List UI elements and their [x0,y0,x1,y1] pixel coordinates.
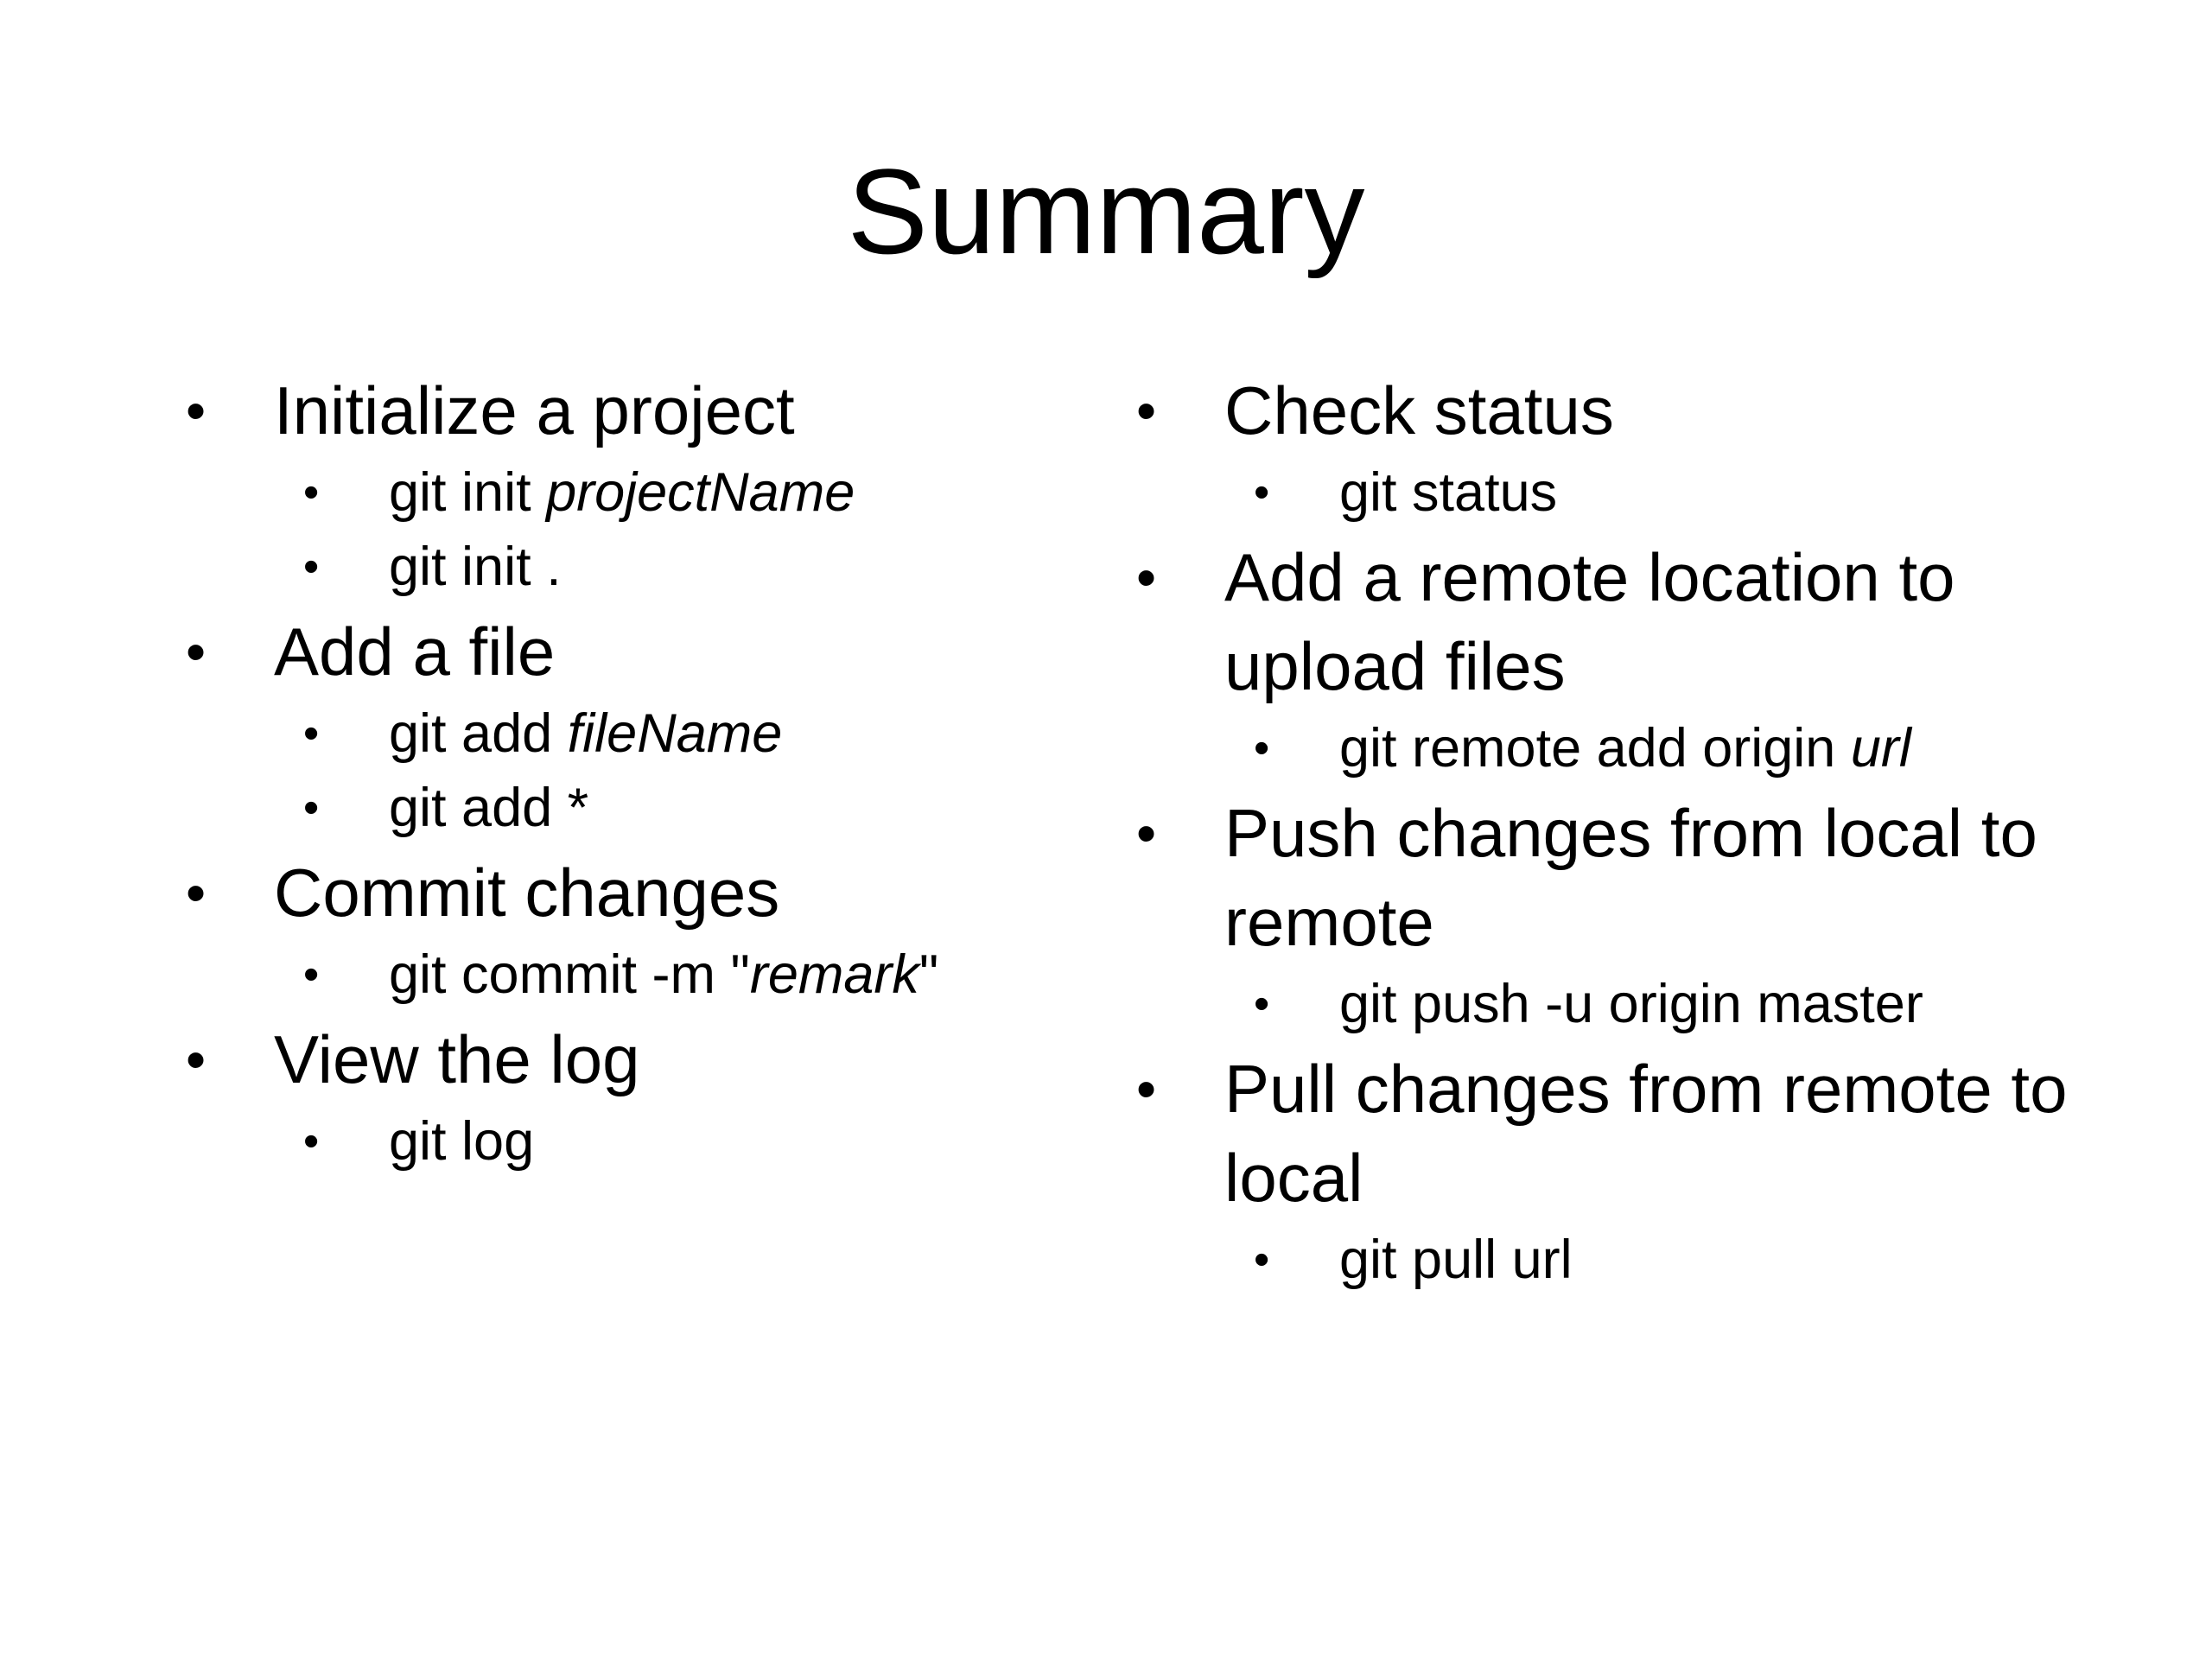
sub-list-item: • git add * [186,771,1102,845]
command-text: git add * [389,771,1102,845]
sub-list-item: • git pull url [1136,1223,2087,1297]
bullet-icon: • [1136,545,1157,609]
command-prefix: git commit -m " [389,944,750,1005]
bullet-icon: • [1136,801,1157,865]
item-text: Push changes from local to remote [1224,795,2037,960]
command-prefix: git add * [389,778,589,838]
command-suffix: " [918,944,939,1005]
command-argument: projectName [546,462,855,523]
item-text: Pull changes from remote to local [1224,1051,2068,1216]
bullet-icon: • [1254,979,1270,1029]
item-text: View the log [274,1021,640,1097]
command-text: git push -u origin master [1339,967,2087,1041]
command-argument: url [1850,718,1911,779]
sub-list-item: • git init projectName [186,455,1102,530]
command-text: git log [389,1104,1102,1179]
bullet-icon: • [303,783,320,833]
list-item: • Add a remote location to upload files [1136,533,2087,711]
command-argument: remark [749,944,919,1005]
command-argument: fileName [567,703,783,764]
slide-title: Summary [847,143,1365,279]
bullet-icon: • [186,861,207,925]
command-prefix: git pull url [1339,1230,1573,1290]
bullet-icon: • [186,378,207,442]
list-item: • Push changes from local to remote [1136,789,2087,967]
command-text: git remote add origin url [1339,711,2087,785]
list-item: • View the log [186,1015,1102,1104]
bullet-icon: • [303,1116,320,1166]
bullet-icon: • [303,950,320,1000]
sub-list-item: • git status [1136,455,2087,530]
bullet-icon: • [303,709,320,759]
list-item: • Add a file [186,607,1102,696]
bullet-icon: • [1254,1235,1270,1285]
command-prefix: git init [389,462,547,523]
left-column: • Initialize a project • git init projec… [186,363,1102,1179]
bullet-icon: • [186,620,207,683]
list-item: • Initialize a project [186,366,1102,455]
command-text: git commit -m "remark" [389,938,1102,1012]
list-item: • Commit changes [186,849,1102,938]
right-column: • Check status • git status • Add a remo… [1136,363,2087,1297]
item-text: Check status [1224,372,1614,448]
command-text: git add fileName [389,696,1102,771]
bullet-icon: • [1136,378,1157,442]
command-prefix: git add [389,703,568,764]
sub-list-item: • git init . [186,530,1102,604]
sub-list-item: • git commit -m "remark" [186,938,1102,1012]
command-text: git pull url [1339,1223,2087,1297]
sub-list-item: • git log [186,1104,1102,1179]
command-prefix: git log [389,1111,535,1172]
command-prefix: git init . [389,537,562,597]
item-text: Commit changes [274,855,780,931]
item-text: Initialize a project [274,372,795,448]
bullet-icon: • [303,542,320,592]
item-text: Add a file [274,613,556,690]
command-text: git status [1339,455,2087,530]
sub-list-item: • git remote add origin url [1136,711,2087,785]
command-text: git init . [389,530,1102,604]
bullet-icon: • [1136,1057,1157,1121]
sub-list-item: • git push -u origin master [1136,967,2087,1041]
command-prefix: git push -u origin master [1339,974,1923,1034]
command-prefix: git remote add origin [1339,718,1851,779]
bullet-icon: • [1254,723,1270,773]
bullet-icon: • [1254,467,1270,518]
list-item: • Check status [1136,366,2087,455]
list-item: • Pull changes from remote to local [1136,1045,2087,1223]
bullet-icon: • [186,1027,207,1091]
sub-list-item: • git add fileName [186,696,1102,771]
command-prefix: git status [1339,462,1558,523]
command-text: git init projectName [389,455,1102,530]
bullet-icon: • [303,467,320,518]
item-text: Add a remote location to upload files [1224,539,1955,704]
